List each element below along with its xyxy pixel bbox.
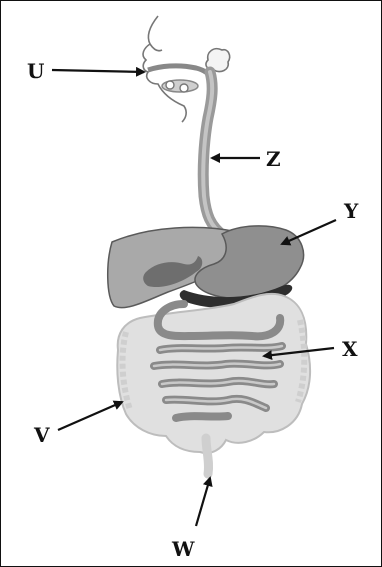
label-z: Z <box>266 147 281 171</box>
label-u: U <box>27 59 44 83</box>
label-x: X <box>342 337 358 361</box>
rectum <box>206 438 209 474</box>
label-w: W <box>171 537 195 561</box>
oesophagus <box>203 72 224 236</box>
label-y: Y <box>343 199 359 223</box>
label-v: V <box>33 423 50 447</box>
arrow-v <box>58 402 122 430</box>
mouth-tongue <box>148 66 212 92</box>
arrow-u <box>52 70 144 72</box>
arrow-w <box>196 478 210 526</box>
